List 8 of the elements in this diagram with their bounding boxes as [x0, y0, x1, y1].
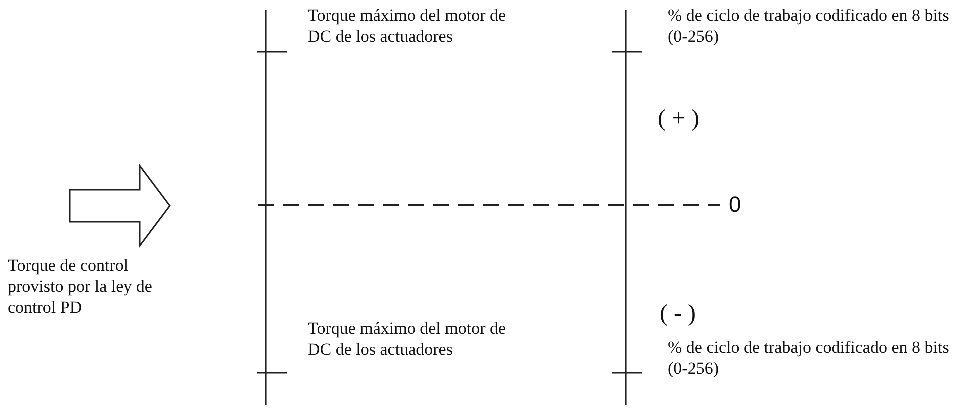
scale-label: Torque máximo del motor de DC de los actuadores — [308, 5, 508, 47]
sign-label: (+) — [658, 105, 706, 133]
input-label: Torque de control provisto por la ley de control PD — [8, 255, 154, 318]
scale-label: % de ciclo de trabajo codificado en 8 bits (0-256) — [668, 337, 950, 379]
scale-label: Torque máximo del motor de DC de los actuadores — [308, 318, 508, 360]
zero-label: 0 — [729, 192, 742, 218]
sign-label: (-) — [660, 300, 702, 328]
scale-label: % de ciclo de trabajo codificado en 8 bits (0-256) — [668, 5, 950, 47]
